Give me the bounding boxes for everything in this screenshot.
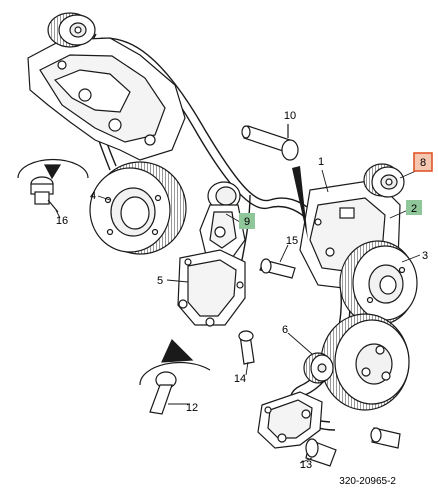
tensioner-assembly: [199, 181, 246, 259]
bolt-10: [241, 124, 299, 161]
callout-15[interactable]: 15: [286, 235, 298, 247]
leader-lines: [55, 169, 421, 464]
idler-pulley-6: [303, 352, 334, 384]
bolt-12-detail: [139, 338, 211, 415]
callout-6[interactable]: 6: [282, 324, 288, 336]
callout-triangle-1: [292, 166, 308, 240]
bolt-lower-right: [370, 427, 401, 449]
callout-13[interactable]: 13: [300, 459, 312, 471]
callout-10[interactable]: 10: [284, 110, 296, 122]
callout-1[interactable]: 1: [318, 156, 324, 168]
callout-2-highlight: [406, 200, 422, 215]
lower-bracket: [257, 391, 323, 449]
pulley-4: [89, 161, 187, 255]
bolt-14: [238, 330, 255, 365]
callout-5[interactable]: 5: [157, 275, 163, 287]
callout-4[interactable]: 4: [90, 190, 96, 202]
bolt-16-detail: [17, 158, 89, 213]
callout-14[interactable]: 14: [234, 373, 246, 385]
callout-9-highlight: [239, 213, 255, 229]
callout-9[interactable]: 9: [244, 216, 250, 228]
pulley-lower-right: [320, 313, 410, 411]
idler-pulley-8: [363, 163, 405, 198]
callout-12[interactable]: 12: [186, 402, 198, 414]
upper-bracket-assembly: [27, 37, 186, 161]
bolt-13: [305, 438, 337, 467]
figure-id: 320-20965-2: [339, 476, 396, 487]
callout-8-highlight: [413, 152, 433, 172]
bolt-15: [259, 258, 296, 279]
callout-3[interactable]: 3: [422, 250, 428, 262]
callout-2[interactable]: 2: [411, 203, 417, 215]
callouts: 1 2 3 4 5 6 8 9 10 12 13 14 15 16: [56, 110, 433, 471]
callout-16[interactable]: 16: [56, 215, 68, 227]
pulley-3: [339, 240, 418, 326]
idler-pulley-upper: [47, 12, 96, 48]
bracket-5: [177, 249, 246, 327]
callout-8[interactable]: 8: [420, 157, 426, 169]
